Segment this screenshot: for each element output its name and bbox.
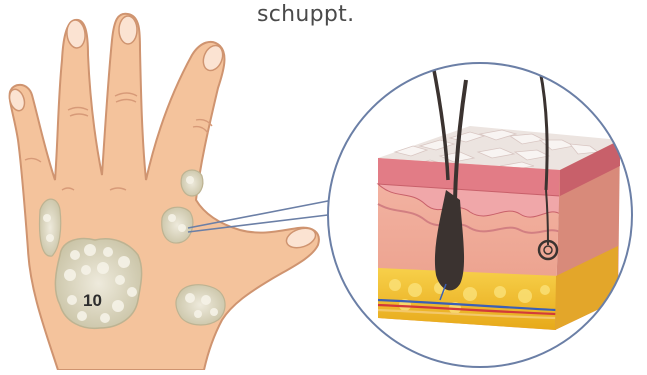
fingernail-middle (119, 16, 137, 44)
plaque-index-base (162, 207, 193, 243)
plaque-large (55, 239, 141, 329)
plaque-lower-right (176, 285, 225, 325)
plaque-left-edge (40, 199, 61, 256)
hand-illustration: 10 (7, 14, 319, 370)
caption-text: schuppt. (257, 2, 354, 27)
hand-label-number: 10 (83, 291, 102, 310)
magnifier-circle (328, 60, 632, 367)
hand-shape (10, 14, 319, 370)
